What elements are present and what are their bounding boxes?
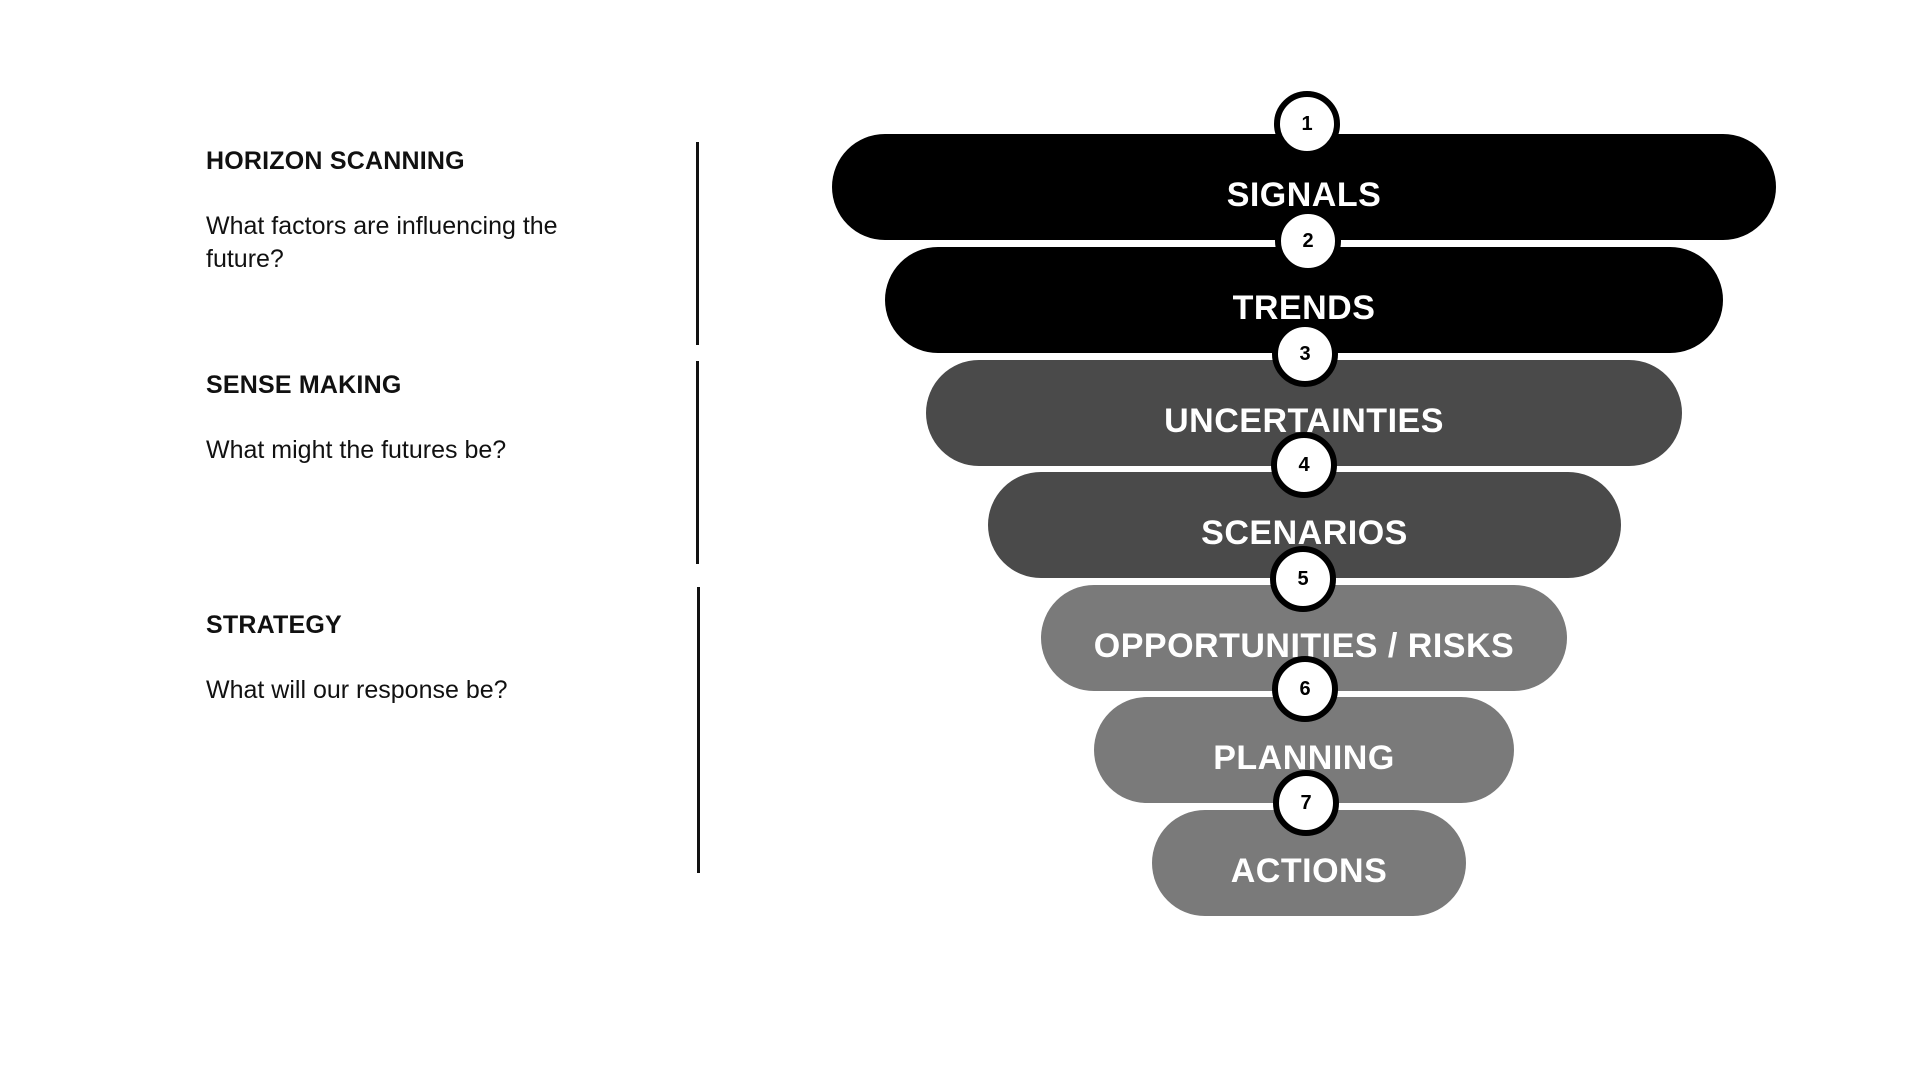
step-number-badge: 5: [1270, 546, 1336, 612]
stage-label: TRENDS: [1232, 288, 1376, 327]
section-sense-making: SENSE MAKING What might the futures be?: [206, 370, 626, 467]
section-strategy: STRATEGY What will our response be?: [206, 610, 626, 707]
section-question: What factors are influencing the future?: [206, 212, 558, 273]
section-question: What might the futures be?: [206, 436, 507, 464]
stage-label: SCENARIOS: [1201, 513, 1408, 552]
step-number-badge: 4: [1271, 432, 1337, 498]
step-number-badge: 2: [1275, 208, 1341, 274]
divider-strategy: [697, 587, 700, 873]
step-number-badge: 6: [1272, 656, 1338, 722]
divider-sense-making: [696, 361, 699, 564]
section-heading: HORIZON SCANNING: [206, 147, 465, 175]
divider-horizon-scanning: [696, 142, 699, 345]
stage-label: ACTIONS: [1230, 851, 1388, 890]
section-heading: SENSE MAKING: [206, 371, 402, 399]
section-question: What will our response be?: [206, 676, 508, 704]
stage-scenarios: SCENARIOS: [988, 472, 1621, 578]
stage-label: SIGNALS: [1226, 175, 1382, 214]
section-heading: STRATEGY: [206, 611, 342, 639]
section-horizon-scanning: HORIZON SCANNING What factors are influe…: [206, 146, 626, 276]
step-number-badge: 1: [1274, 91, 1340, 157]
step-number-badge: 3: [1272, 321, 1338, 387]
step-number-badge: 7: [1273, 770, 1339, 836]
